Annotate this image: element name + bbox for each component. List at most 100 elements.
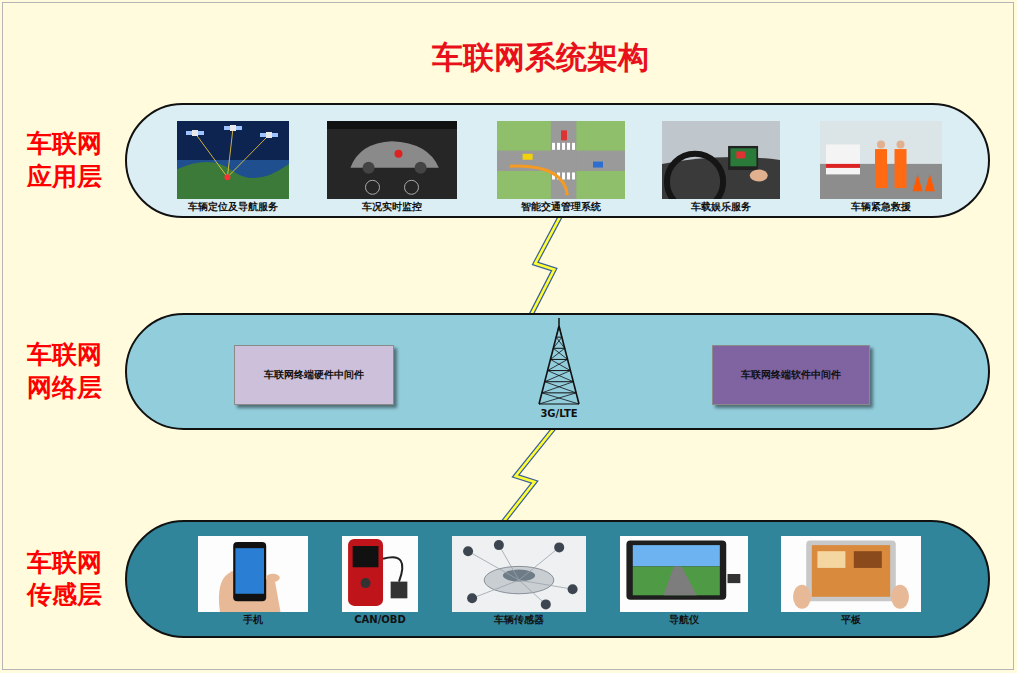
illustration-part [545, 371, 571, 382]
illustration-group [781, 536, 921, 612]
service-picture: 车辆紧急救援 [820, 121, 942, 215]
illustration-group [342, 536, 418, 612]
illustration-part [519, 580, 546, 604]
layer-heading: 车联网 网络层 [27, 339, 117, 404]
illustration-part [826, 144, 860, 174]
illustration-part [562, 143, 565, 150]
illustration-part [548, 370, 571, 371]
illustration-part [342, 536, 418, 612]
illustration-part [192, 130, 198, 136]
illustration-part [925, 174, 935, 191]
illustration-part [826, 164, 860, 168]
picture-caption: 车况实时监控 [362, 201, 422, 213]
illustration-part [877, 140, 885, 148]
illustration-part [542, 392, 576, 393]
illustration-part [542, 382, 573, 393]
illustration-part [224, 174, 230, 180]
illustration-part [558, 318, 560, 326]
picture-caption: 车载娱乐服务 [691, 201, 751, 213]
illustration-part [361, 578, 371, 588]
illustration-part [452, 536, 586, 612]
illustration-part [553, 348, 567, 359]
tower-symbol [522, 318, 596, 406]
picture-illustration [452, 536, 586, 612]
illustration-part [363, 162, 375, 174]
illustration-part [539, 404, 579, 405]
layer-heading: 车联网 传感层 [27, 547, 117, 612]
illustration-part [556, 326, 559, 337]
picture-caption: 平板 [841, 614, 861, 626]
illustration-group [662, 121, 780, 199]
illustration-part [327, 121, 457, 199]
layer-heading: 车联网 应用层 [27, 128, 117, 193]
illustration-part [633, 566, 720, 595]
illustration-part [468, 551, 519, 580]
illustration-part [348, 539, 383, 606]
illustration-part [551, 121, 577, 199]
network-label: 3G/LTE [540, 408, 577, 420]
illustration-part [891, 585, 909, 609]
illustration-part [728, 574, 741, 583]
illustration-part [897, 140, 905, 148]
picture-illustration [497, 121, 625, 199]
illustration-part [736, 151, 745, 158]
service-picture: 车辆定位及导航服务 [177, 121, 289, 215]
wireless-link [529, 215, 561, 318]
wireless-link [492, 422, 559, 536]
illustration-part [820, 121, 942, 199]
illustration-part [198, 536, 308, 612]
bolt-outline [529, 215, 561, 318]
illustration-part [545, 381, 574, 382]
picture-illustration [177, 121, 289, 199]
illustration-group [497, 121, 625, 199]
illustration-part [463, 546, 473, 556]
device-picture: 导航仪 [620, 536, 748, 628]
picture-illustration [620, 536, 748, 612]
illustration-part [667, 154, 723, 199]
illustration-part [750, 170, 768, 182]
picture-caption: 车辆传感器 [494, 614, 544, 626]
illustration-part [230, 125, 236, 131]
illustration-part [539, 393, 576, 404]
illustration-group [620, 536, 748, 612]
bolt-outline [492, 422, 559, 536]
illustration-part [227, 135, 269, 177]
illustration-part [562, 172, 565, 179]
illustration-part [554, 542, 564, 552]
illustration-part [523, 154, 533, 160]
picture-illustration [781, 536, 921, 612]
illustration-part [812, 545, 890, 597]
illustration-part [559, 326, 562, 337]
illustration-part [626, 541, 726, 600]
picture-caption: 手机 [243, 614, 263, 626]
illustration-part [224, 126, 230, 130]
middleware-label: 车联网终端硬件中间件 [264, 368, 364, 382]
illustration-part [395, 150, 403, 158]
device-picture: 手机 [198, 536, 308, 628]
illustration-part [177, 162, 289, 199]
illustration-part [233, 542, 266, 601]
illustration-part [567, 143, 570, 150]
illustration-part [350, 141, 438, 168]
illustration-part [405, 180, 419, 194]
picture-caption: CAN/OBD [354, 614, 406, 626]
illustration-part [895, 149, 907, 188]
illustration-part [854, 551, 882, 568]
illustration-part [186, 131, 192, 135]
illustration-part [266, 574, 280, 582]
picture-illustration [327, 121, 457, 199]
illustration-part [366, 180, 380, 194]
illustration-part [548, 359, 568, 370]
illustration-part [781, 536, 921, 612]
illustration-part [353, 546, 379, 567]
device-picture: CAN/OBD [342, 536, 418, 628]
layer-band: 车联网 网络层车联网终端硬件中间件3G/LTE车联网终端软件中间件 [125, 313, 990, 430]
picture-illustration [342, 536, 418, 612]
illustration-part [567, 172, 570, 179]
illustration-part [260, 133, 266, 137]
illustration-part [793, 585, 811, 609]
illustration-part [177, 121, 289, 199]
illustration-part [198, 131, 204, 135]
illustration-part [195, 133, 227, 177]
illustration-part [472, 580, 519, 598]
